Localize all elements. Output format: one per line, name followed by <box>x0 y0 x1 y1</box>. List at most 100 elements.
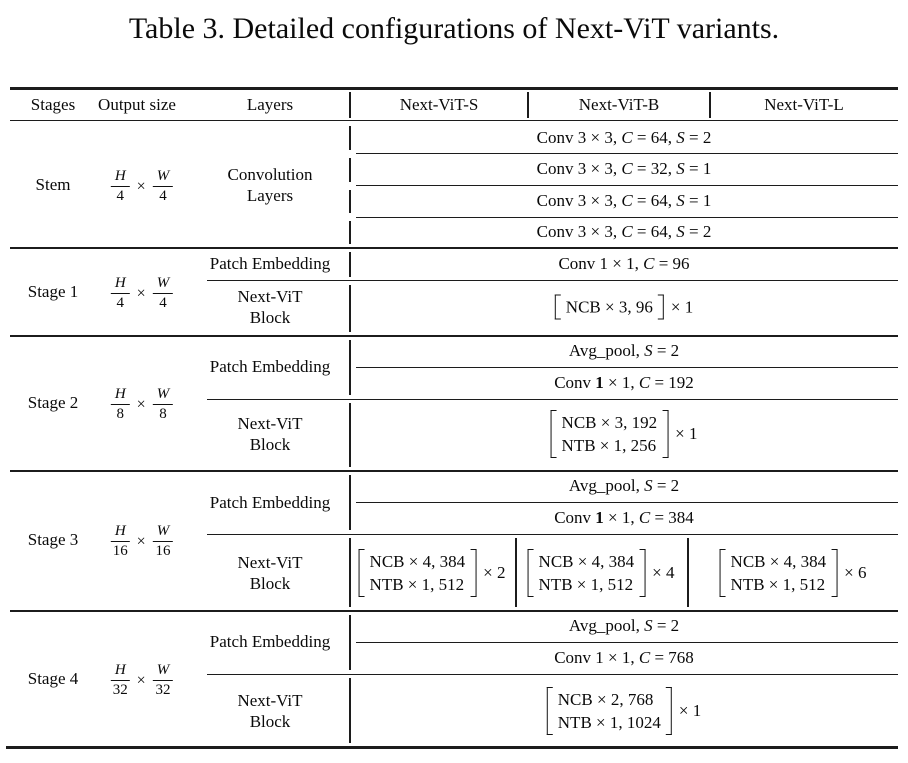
column-header-layers: Layers <box>246 95 294 114</box>
stage4-inner-rule <box>207 674 898 676</box>
conv-row: Conv 3 × 3, C = 64, S = 1 <box>536 191 712 210</box>
table-bottom-rule <box>6 746 898 749</box>
matrix-line: NCB × 2, 768 <box>557 690 654 709</box>
stage-label-stage4: Stage 4 <box>27 669 79 688</box>
next-vit-block-label: Next-ViT Block <box>237 553 303 593</box>
patch-embedding-label: Patch Embedding <box>209 357 331 376</box>
matrix-line: NCB × 3, 96 <box>565 297 653 317</box>
cell-divider <box>349 615 351 670</box>
matrix-line: NTB × 1, 512 <box>730 575 826 594</box>
times-sign: × <box>136 284 146 302</box>
left-bracket <box>546 687 553 735</box>
table-top-rule <box>10 87 898 90</box>
conv-row: Conv 3 × 3, C = 64, S = 2 <box>536 222 712 241</box>
stage3-inner-rule <box>207 534 898 536</box>
stage1-block-matrix: NCB × 3, 96 × 1 <box>554 294 694 320</box>
patch-row: Avg_pool, S = 2 <box>568 616 680 635</box>
stage-label-stage1: Stage 1 <box>27 282 79 301</box>
patch-row: Avg_pool, S = 2 <box>568 476 680 495</box>
matrix-line: NCB × 4, 384 <box>730 552 827 571</box>
conv-row: Conv 3 × 3, C = 32, S = 1 <box>536 159 712 178</box>
right-bracket <box>470 549 477 597</box>
matrix-multiplier: × 2 <box>483 563 506 582</box>
cell-divider <box>349 252 351 277</box>
matrix-multiplier: × 1 <box>670 297 694 316</box>
stage-label-stage3: Stage 3 <box>27 530 79 549</box>
cell-divider <box>687 538 689 607</box>
right-bracket <box>665 687 672 735</box>
next-vit-block-label: Next-ViT Block <box>237 287 303 327</box>
cell-divider <box>349 190 351 213</box>
column-header-next-vit-s: Next-ViT-S <box>399 95 479 114</box>
next-vit-block-label: Next-ViT Block <box>237 414 303 454</box>
right-bracket <box>639 549 646 597</box>
times-sign: × <box>136 177 146 195</box>
column-header-output-size: Output size <box>98 95 176 114</box>
times-sign: × <box>136 671 146 689</box>
cell-divider <box>349 403 351 467</box>
matrix-multiplier: × 6 <box>844 563 867 582</box>
patch-row: Avg_pool, S = 2 <box>568 341 680 360</box>
stage3-patch-separator <box>356 502 898 504</box>
cell-divider <box>349 126 351 150</box>
matrix-line: NCB × 4, 384 <box>538 552 635 571</box>
right-bracket <box>662 410 669 458</box>
left-bracket <box>719 549 726 597</box>
stage-label-stage2: Stage 2 <box>27 393 79 412</box>
left-bracket <box>358 549 365 597</box>
patch-embedding-label: Patch Embedding <box>209 493 331 512</box>
matrix-line: NTB × 1, 1024 <box>557 713 661 732</box>
matrix-line: NTB × 1, 512 <box>538 575 634 594</box>
column-header-next-vit-l: Next-ViT-L <box>764 95 844 114</box>
cell-divider <box>349 678 351 743</box>
cell-divider <box>349 340 351 395</box>
header-divider <box>527 92 529 118</box>
stage2-inner-rule <box>207 399 898 401</box>
header-divider <box>709 92 711 118</box>
section-rule <box>10 470 898 472</box>
matrix-multiplier: × 1 <box>675 424 698 443</box>
header-divider <box>349 92 351 118</box>
header-bottom-rule <box>10 120 898 122</box>
right-bracket <box>657 294 664 320</box>
cell-divider <box>349 538 351 607</box>
section-rule <box>10 610 898 612</box>
matrix-line: NCB × 4, 384 <box>369 552 466 571</box>
stage1-inner-rule <box>207 280 898 282</box>
table-caption: Table 3. Detailed configurations of Next… <box>128 12 780 45</box>
stage3-block-matrix-b: NCB × 4, 384 NTB × 1, 512 × 4 <box>527 549 674 597</box>
times-sign: × <box>136 532 146 550</box>
column-header-stages: Stages <box>30 95 76 114</box>
patch-embedding-label: Patch Embedding <box>209 254 331 273</box>
left-bracket <box>550 410 557 458</box>
patch-embedding-label: Patch Embedding <box>209 632 331 651</box>
right-bracket <box>831 549 838 597</box>
stage-label-stem: Stem <box>35 175 71 194</box>
next-vit-block-label: Next-ViT Block <box>237 691 303 731</box>
patch-row: Conv 1 × 1, C = 768 <box>554 648 694 667</box>
matrix-line: NTB × 1, 256 <box>561 436 657 455</box>
section-rule <box>10 335 898 337</box>
stage4-block-matrix: NCB × 2, 768 NTB × 1, 1024 × 1 <box>546 687 701 735</box>
matrix-line: NTB × 1, 512 <box>369 575 465 594</box>
section-rule <box>10 247 898 249</box>
stage2-patch-separator <box>356 367 898 369</box>
times-sign: × <box>136 395 146 413</box>
cell-divider <box>349 285 351 332</box>
patch-row: Conv 1 × 1, C = 192 <box>554 373 694 392</box>
cell-divider <box>349 221 351 244</box>
